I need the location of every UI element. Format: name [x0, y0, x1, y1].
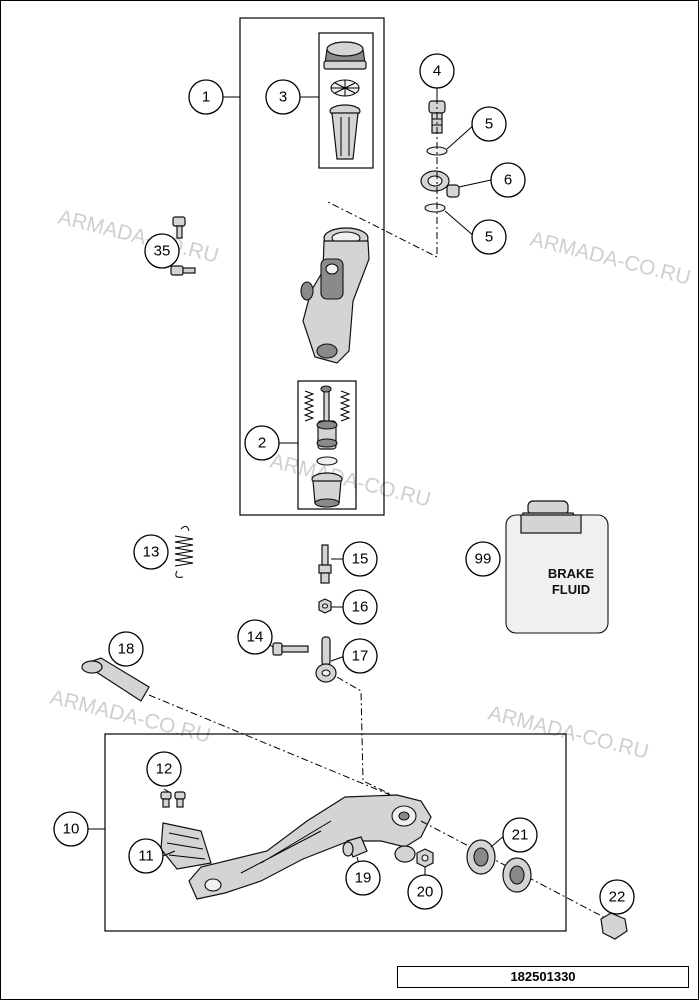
callout: 19	[345, 860, 381, 896]
reservoir-group-frame	[318, 32, 374, 169]
banjo-hardware	[325, 97, 460, 258]
callout: 4	[419, 53, 455, 89]
callout: 14	[237, 619, 273, 655]
document-number: 182501330	[397, 966, 689, 988]
callout: 6	[490, 162, 526, 198]
callout: 22	[599, 879, 635, 915]
callout: 10	[53, 811, 89, 847]
callout: 20	[407, 874, 443, 910]
svg-text:1: 1	[202, 89, 210, 106]
brake-fluid-label-line-2: FLUID	[552, 582, 590, 597]
brake-fluid-label-line-1: BRAKE	[548, 566, 595, 581]
master-cylinder-body	[300, 227, 370, 364]
callout: 3	[265, 79, 301, 115]
callout: 5	[471, 106, 507, 142]
svg-text:18: 18	[118, 641, 135, 658]
svg-text:12: 12	[156, 761, 173, 778]
brake-pedal-group-frame	[104, 733, 567, 932]
step-plate	[160, 791, 212, 870]
callout: 1	[188, 79, 224, 115]
brake-fluid-bottle: BRAKE FLUID	[505, 500, 609, 634]
callout: 99	[465, 541, 501, 577]
callout: 17	[342, 638, 378, 674]
svg-text:4: 4	[433, 63, 441, 80]
watermark: ARMADA-CO.RU	[268, 450, 433, 512]
svg-text:13: 13	[143, 544, 160, 561]
callout: 21	[502, 817, 538, 853]
callout: 15	[342, 541, 378, 577]
svg-text:16: 16	[352, 599, 369, 616]
svg-text:6: 6	[504, 172, 512, 189]
svg-text:17: 17	[352, 648, 369, 665]
reservoir-parts	[323, 41, 367, 160]
pivot-hardware	[342, 836, 628, 940]
svg-text:11: 11	[138, 848, 154, 865]
callout: 12	[146, 751, 182, 787]
svg-text:3: 3	[279, 89, 287, 106]
brake-pedal	[188, 794, 612, 922]
callout: 18	[108, 631, 144, 667]
svg-text:22: 22	[609, 889, 626, 906]
piston-kit-frame	[297, 380, 357, 510]
callout: 5	[471, 219, 507, 255]
callout: 13	[133, 534, 169, 570]
svg-text:99: 99	[475, 551, 492, 568]
svg-text:15: 15	[352, 551, 369, 568]
svg-text:19: 19	[355, 870, 372, 887]
watermarks: ARMADA-CO.RU ARMADA-CO.RU ARMADA-CO.RU A…	[48, 206, 693, 764]
svg-text:20: 20	[417, 884, 434, 901]
callout: 2	[244, 425, 280, 461]
master-cylinder-group-frame	[239, 17, 385, 516]
watermark: ARMADA-CO.RU	[56, 206, 221, 268]
svg-text:35: 35	[154, 243, 171, 260]
leader-lines	[88, 87, 618, 914]
svg-text:2: 2	[258, 435, 266, 452]
svg-text:10: 10	[63, 821, 80, 838]
linkage-hardware	[272, 544, 406, 802]
watermark: ARMADA-CO.RU	[486, 702, 651, 764]
callout: 11	[128, 838, 164, 874]
piston-kit-parts	[303, 385, 351, 508]
watermark: ARMADA-CO.RU	[48, 686, 213, 748]
callout: 35	[144, 233, 180, 269]
svg-text:14: 14	[247, 629, 264, 646]
callout: 16	[342, 589, 378, 625]
svg-text:21: 21	[512, 827, 529, 844]
pedal-pin	[81, 657, 406, 802]
watermark: ARMADA-CO.RU	[528, 228, 693, 290]
screws	[170, 216, 196, 276]
return-spring	[174, 525, 194, 578]
svg-text:5: 5	[485, 229, 493, 246]
svg-text:5: 5	[485, 116, 493, 133]
